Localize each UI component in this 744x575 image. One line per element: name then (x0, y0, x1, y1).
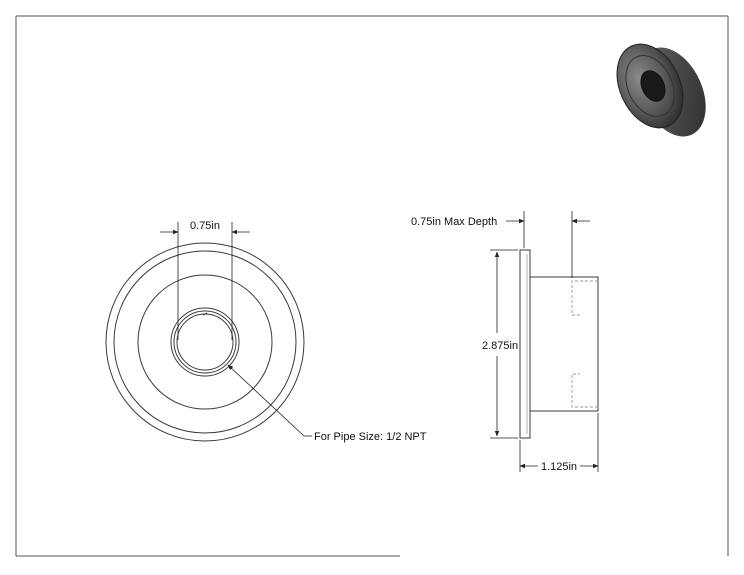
front-bore-dimension (160, 222, 250, 340)
max-depth-dimension (506, 211, 590, 278)
flange-inner-circle (113, 250, 297, 434)
bore-mid-circle (173, 310, 237, 374)
sheet-border (15, 15, 729, 557)
bore-outer-circle (170, 307, 240, 377)
side-view (519, 249, 599, 439)
pipe-size-callout: For Pipe Size: 1/2 NPT (314, 431, 427, 443)
flange-outer-circle (105, 242, 305, 442)
pipe-size-leader (227, 364, 312, 437)
length-dimension (519, 413, 599, 472)
length-dim-label: 1.125in (541, 461, 577, 473)
height-dim-label: 2.875in (482, 340, 518, 352)
max-depth-dim-label: 0.75in Max Depth (411, 216, 497, 228)
height-dimension (490, 249, 518, 439)
side-view-hidden-lines (571, 280, 598, 408)
front-bore-dim-label: 0.75in (190, 220, 220, 232)
bore-inner-circle (176, 313, 234, 371)
body-circle (137, 274, 273, 410)
front-view (105, 242, 305, 442)
isometric-view (616, 43, 706, 137)
